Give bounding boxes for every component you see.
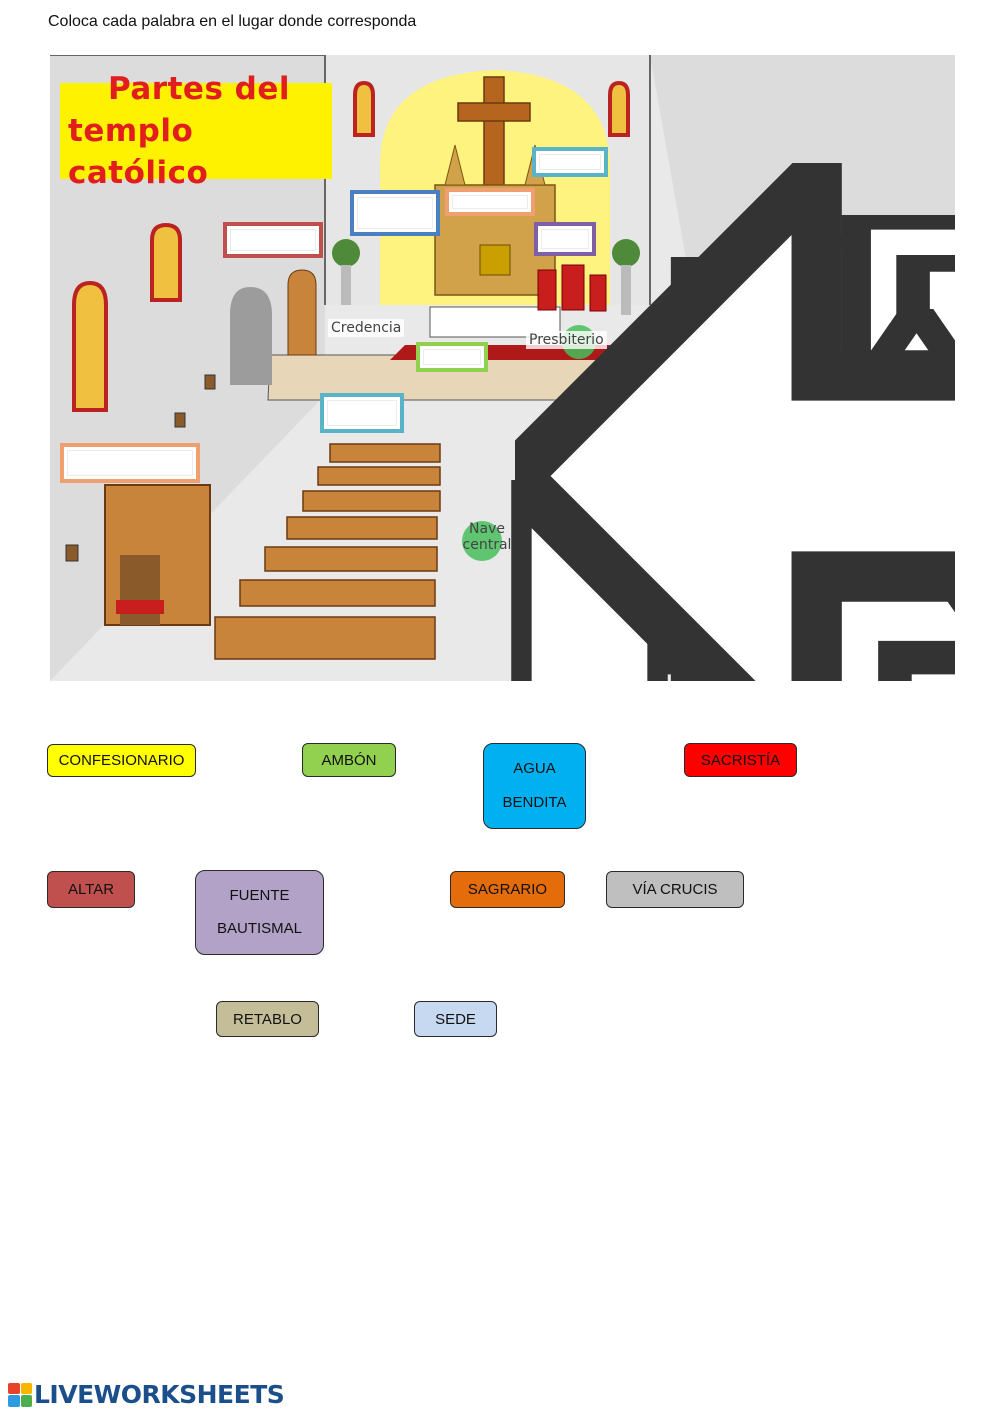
word-chip-label: SAGRARIO: [467, 881, 548, 898]
word-chip-agua-bendita[interactable]: AGUA BENDITA: [483, 743, 586, 829]
liveworksheets-brand-text: LIVEWORKSHEETS: [34, 1380, 285, 1409]
word-chip-line2: BENDITA: [502, 794, 567, 811]
drop-target-altar-area[interactable]: [416, 342, 488, 372]
word-chip-confesionario[interactable]: CONFESIONARIO: [47, 744, 196, 777]
nave-central-marker: [462, 521, 502, 561]
word-chip-line1: FUENTE: [229, 886, 290, 904]
word-chip-label: CONFESIONARIO: [58, 752, 185, 769]
word-chip-sede[interactable]: SEDE: [414, 1001, 497, 1037]
label-nave-central: Nave central: [450, 521, 524, 553]
drop-target-sacristia-area[interactable]: [223, 222, 323, 258]
word-chip-sagrario[interactable]: SAGRARIO: [450, 871, 565, 908]
scene-title-line1: Partes del: [108, 71, 291, 107]
arrow-left-icon: [515, 163, 955, 681]
label-nave-line1: Nave: [469, 521, 505, 537]
drop-target-sede-area[interactable]: [534, 222, 596, 256]
drop-target-retablo-top[interactable]: [532, 147, 608, 177]
word-chip-line2: BAUTISMAL: [216, 920, 303, 938]
word-chip-sacristia[interactable]: SACRISTÍA: [684, 743, 797, 777]
word-chip-retablo[interactable]: RETABLO: [216, 1001, 319, 1037]
word-chip-label: AMBÓN: [321, 751, 377, 769]
instruction-text: Coloca cada palabra en el lugar donde co…: [48, 13, 417, 30]
word-chip-label: SACRISTÍA: [700, 751, 781, 769]
drop-target-confesionario-area[interactable]: [60, 443, 200, 483]
arrow-down-icon: [137, 480, 668, 681]
word-chip-fuente-bautismal[interactable]: FUENTE BAUTISMAL: [195, 870, 324, 955]
scene-title-banner: Partes del templo católico: [60, 71, 332, 191]
scene-title-line2: templo católico: [68, 113, 209, 191]
liveworksheets-logo[interactable]: LIVEWORKSHEETS: [8, 1380, 285, 1409]
church-illustration: Partes del templo católico Credencia Pre…: [50, 55, 955, 681]
drop-target-sagrario-area[interactable]: [445, 188, 535, 216]
label-credencia: Credencia: [328, 319, 405, 337]
label-presbiterio: Presbiterio: [526, 331, 607, 349]
word-chip-label: SEDE: [435, 1010, 476, 1028]
word-chip-label: ALTAR: [67, 881, 115, 898]
word-chip-via-crucis[interactable]: VÍA CRUCIS: [606, 871, 744, 908]
liveworksheets-logo-icon: [8, 1382, 32, 1407]
word-chip-ambon[interactable]: AMBÓN: [302, 743, 396, 777]
word-chip-label: VÍA CRUCIS: [632, 881, 718, 898]
word-chip-altar[interactable]: ALTAR: [47, 871, 135, 908]
drop-target-ambon-area[interactable]: [350, 190, 440, 236]
drop-target-credencia-area[interactable]: [320, 393, 404, 433]
word-chip-label: RETABLO: [233, 1010, 302, 1028]
word-chip-line1: AGUA: [513, 760, 556, 777]
label-nave-line2: central: [462, 537, 512, 553]
